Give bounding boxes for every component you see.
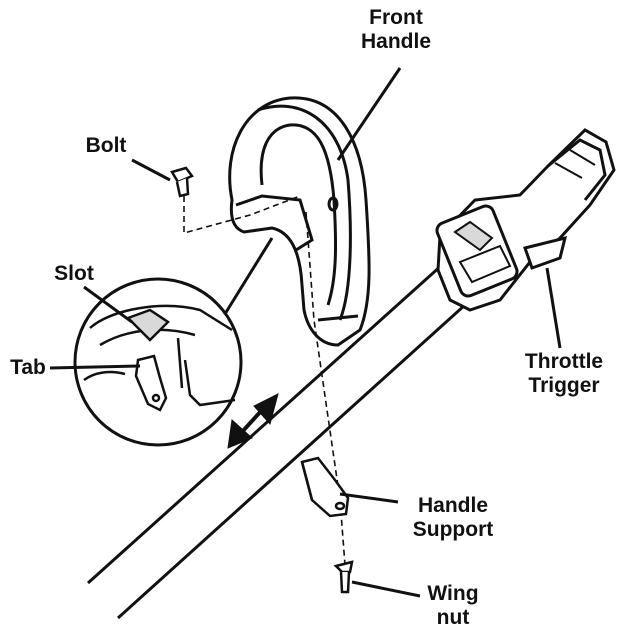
front-handle-part bbox=[228, 96, 371, 347]
assembly-dash-lines bbox=[183, 195, 346, 566]
handle-support-part bbox=[300, 456, 350, 518]
label-tab: Tab bbox=[10, 356, 46, 379]
wing-nut-part bbox=[333, 560, 354, 594]
leader-lines bbox=[49, 67, 562, 598]
detail-circle bbox=[73, 277, 243, 447]
label-handle-support: Handle Support bbox=[412, 494, 494, 541]
double-arrow bbox=[227, 393, 279, 449]
label-throttle-trigger: Throttle Trigger bbox=[524, 350, 604, 397]
label-slot: Slot bbox=[54, 262, 94, 285]
label-front-handle: Front Handle bbox=[360, 6, 431, 53]
bolt-part bbox=[170, 166, 194, 198]
throttle-trigger-part bbox=[523, 235, 568, 270]
zoom-connector bbox=[218, 237, 274, 323]
motor-housing bbox=[435, 128, 616, 312]
label-wing-nut: Wing nut bbox=[427, 582, 479, 629]
label-bolt: Bolt bbox=[85, 134, 127, 157]
